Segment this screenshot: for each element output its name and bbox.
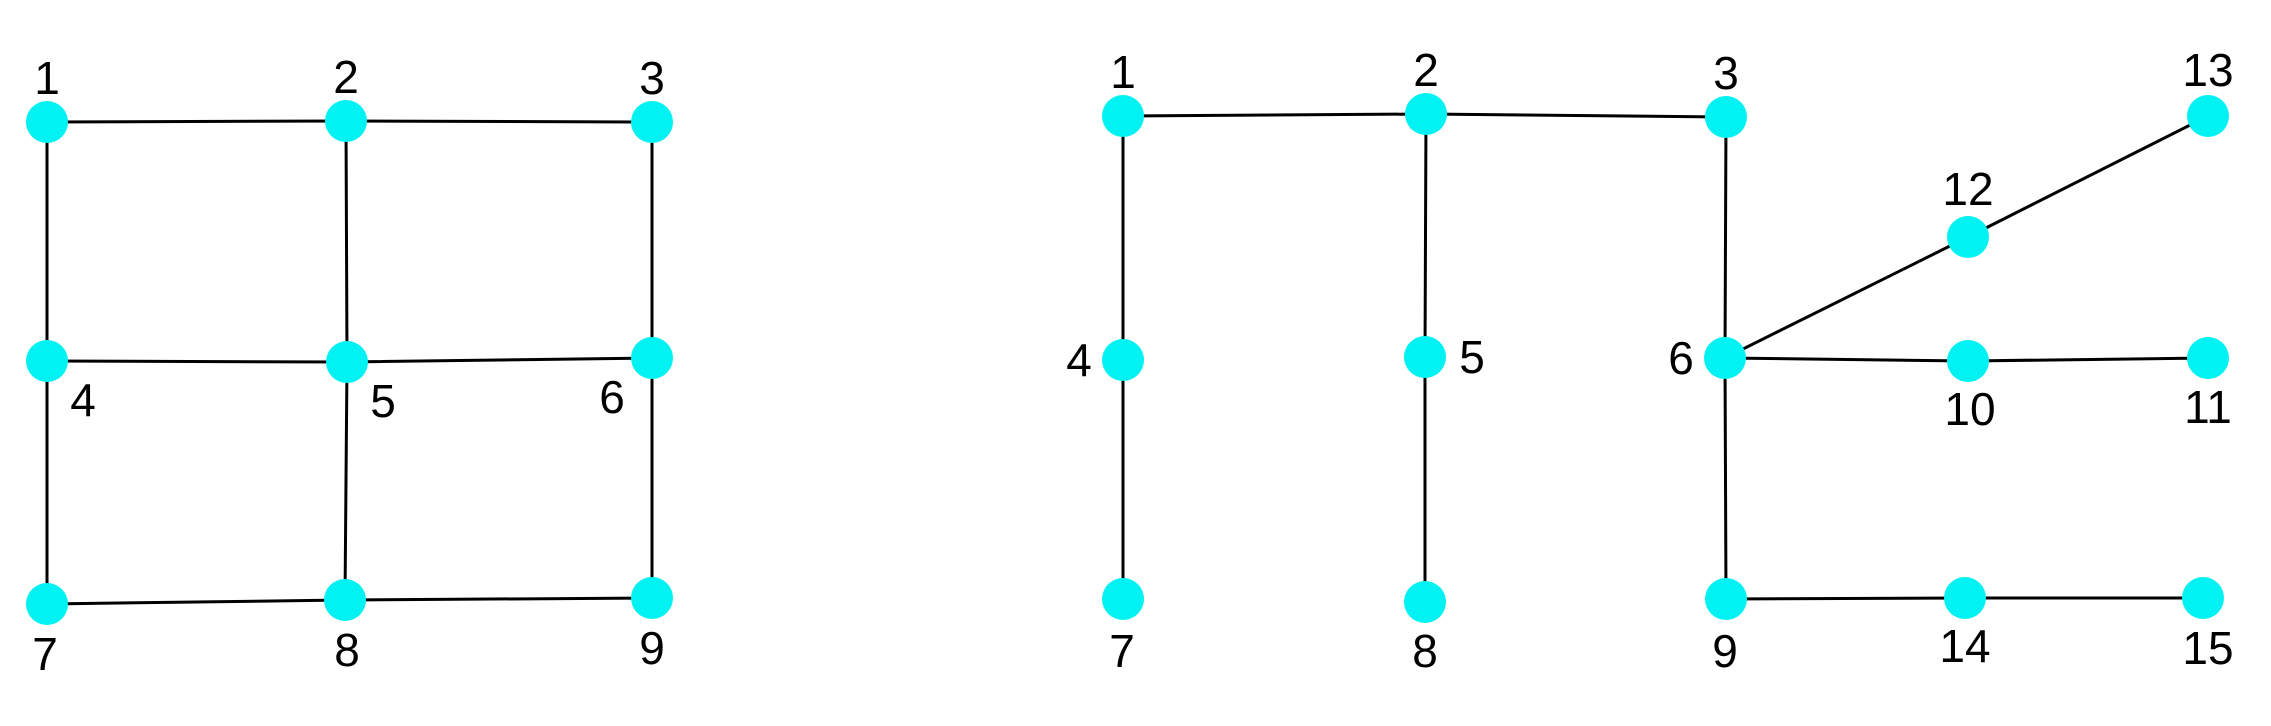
right-tree-graph-node-label-4: 4 [1066,334,1092,386]
left-grid-graph-node-label-7: 7 [32,628,58,680]
left-grid-graph-node-label-9: 9 [639,622,665,674]
right-tree-graph-node-label-7: 7 [1109,625,1135,677]
left-grid-graph-edge-5-8 [343,360,349,602]
left-grid-graph-edge-8-9 [343,596,654,602]
right-tree-graph-edge-6-12 [1723,235,1970,360]
left-grid-graph-node-label-2: 2 [333,51,359,103]
right-tree-graph-node-label-8: 8 [1412,625,1438,677]
right-tree-graph-node-5 [1404,336,1446,378]
left-grid-graph-node-2 [325,100,367,142]
left-grid-graph-node-label-4: 4 [70,374,96,426]
left-grid-graph-node-9 [631,577,673,619]
left-grid-graph-edge-5-6 [345,356,654,364]
left-grid-graph-node-5 [326,341,368,383]
right-tree-graph-node-label-9: 9 [1712,625,1738,677]
right-tree-graph-edge-1-2 [1121,112,1428,118]
right-tree-graph-node-label-2: 2 [1413,44,1439,96]
right-tree-graph-node-13 [2187,95,2229,137]
left-grid-graph-node-6 [631,337,673,379]
right-tree-graph-node-label-13: 13 [2182,44,2233,96]
left-grid-graph-node-label-6: 6 [599,371,625,423]
right-tree-graph-node-1 [1102,95,1144,137]
left-grid-graph-node-4 [26,340,68,382]
right-tree-graph-node-10 [1947,340,1989,382]
right-tree-graph-node-11 [2187,337,2229,379]
right-tree-graph-node-3 [1705,96,1747,138]
left-grid-graph-node-3 [631,101,673,143]
right-tree-graph-edge-2-3 [1424,112,1728,119]
right-tree-graph-edge-2-5 [1423,112,1428,359]
right-tree-graph-node-label-1: 1 [1110,46,1136,98]
left-grid-graph: 1 2 3 4 5 6 7 8 9 [26,51,673,680]
right-tree-graph-edge-6-10 [1723,356,1970,363]
left-grid-graph-node-label-8: 8 [334,624,360,676]
left-grid-graph-node-1 [26,101,68,143]
right-tree-graph-node-label-5: 5 [1459,331,1485,383]
left-grid-graph-node-label-3: 3 [639,52,665,104]
left-grid-graph-edge-7-8 [45,598,347,606]
right-tree-graph-node-label-12: 12 [1942,163,1993,215]
right-tree-graph-node-8 [1404,581,1446,623]
left-grid-graph-edge-1-2 [45,119,348,124]
right-tree-graph-node-12 [1947,216,1989,258]
right-tree-graph-node-label-3: 3 [1713,47,1739,99]
right-tree-graph-edge-9-14 [1724,596,1967,601]
right-tree-graph-node-2 [1405,93,1447,135]
left-grid-graph-node-8 [324,579,366,621]
right-tree-graph-node-7 [1102,578,1144,620]
left-grid-graph-node-label-1: 1 [34,52,60,104]
right-tree-graph-node-label-11: 11 [2184,381,2232,433]
left-grid-graph-node-7 [26,583,68,625]
right-tree-graph-node-6 [1704,337,1746,379]
right-tree-graph-edge-3-6 [1723,115,1728,360]
right-tree-graph-node-label-10: 10 [1944,383,1995,435]
right-tree-graph-node-15 [2182,577,2224,619]
right-tree-graph-node-label-6: 6 [1668,332,1694,384]
right-tree-graph-edge-10-11 [1966,356,2210,363]
left-grid-graph-edge-2-5 [344,119,349,364]
right-tree-graph-node-9 [1705,578,1747,620]
right-tree-graph-node-14 [1944,577,1986,619]
right-tree-graph-edge-12-13 [1966,114,2210,239]
left-grid-graph-edge-2-3 [344,119,654,124]
right-tree-graph-edge-6-9 [1723,356,1728,601]
right-tree-graph-node-label-15: 15 [2182,622,2233,674]
right-tree-graph-node-label-14: 14 [1939,620,1990,672]
left-grid-graph-edge-4-5 [45,359,349,364]
left-grid-graph-node-label-5: 5 [370,375,396,427]
right-tree-graph-node-4 [1102,339,1144,381]
